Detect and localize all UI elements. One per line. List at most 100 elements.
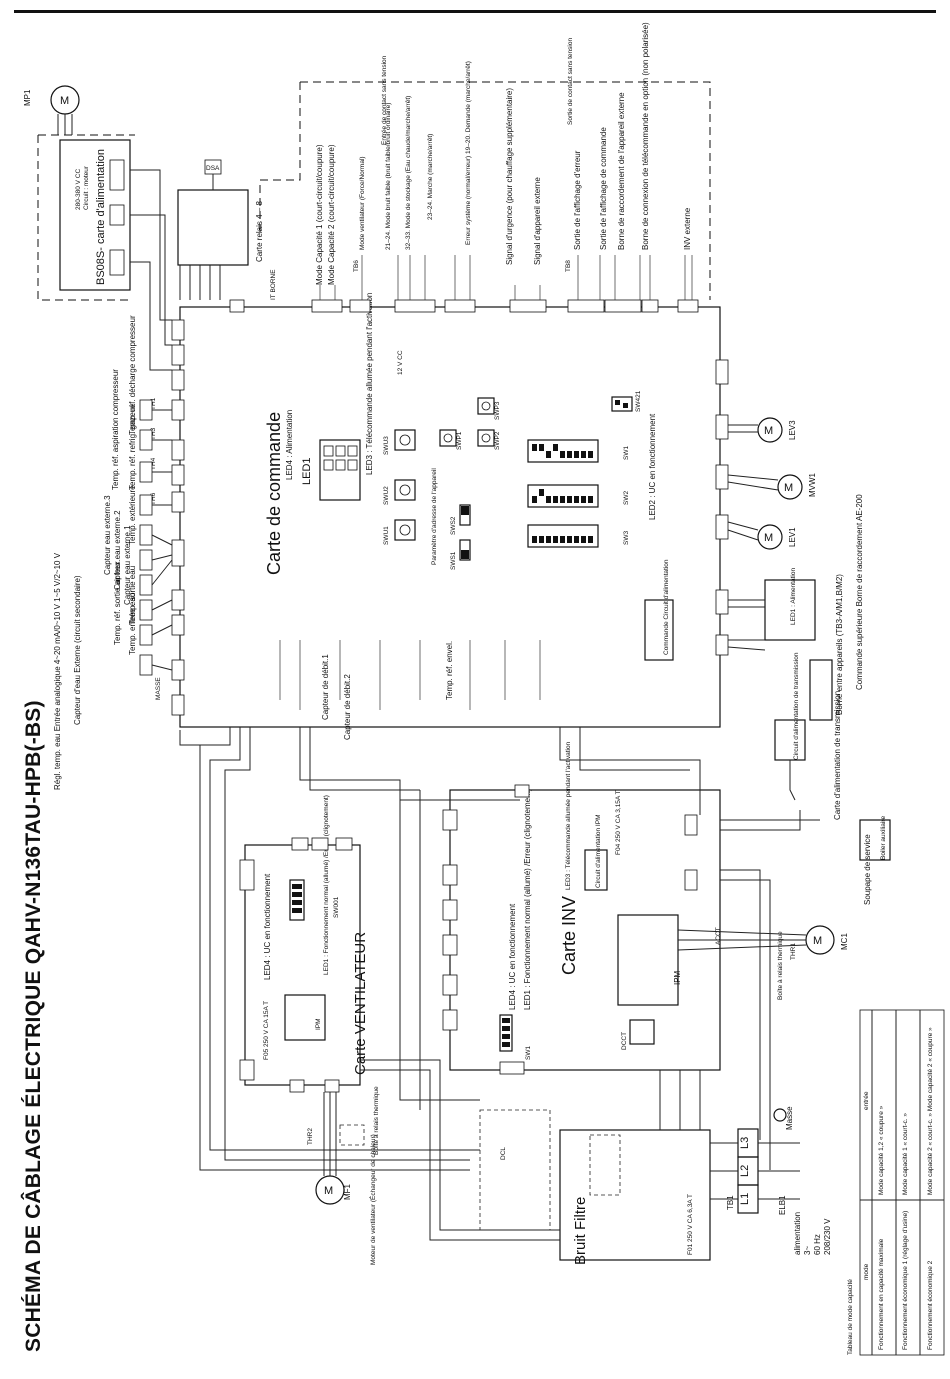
relay-board-label: Carte relais 4 – 8 bbox=[255, 201, 264, 262]
sensor-flow1: Capteur de débit.1 bbox=[321, 654, 330, 720]
tb8-label: TB8 bbox=[565, 260, 572, 272]
connector-cn510 bbox=[604, 299, 642, 313]
sensor-analog-input: Régl. temp. eau Entrée analogique 4~20 m… bbox=[53, 552, 62, 790]
dip-switch-sw1[interactable]: SW1 bbox=[527, 439, 630, 463]
sensor-th11-desc: Temp. sortie eau bbox=[128, 566, 137, 625]
acct-label: ACCT bbox=[715, 927, 722, 945]
supply-freq: 60 Hz bbox=[813, 1234, 822, 1255]
push-button-swp2[interactable]: SWP2 bbox=[477, 429, 501, 450]
sensor-th13-desc: Capteur d'eau Externe (circuit secondair… bbox=[73, 575, 82, 725]
output-inv-ext: INV externe bbox=[683, 207, 692, 250]
connector-cnac2 bbox=[229, 299, 245, 313]
ipm-label: IPM bbox=[673, 970, 682, 985]
table-row-1-mode: Fonctionnement en capacité maximale bbox=[878, 1238, 885, 1350]
mvw1-label: MVW1 bbox=[808, 472, 817, 497]
connector-cnac-inv bbox=[684, 869, 698, 891]
sensor-th1-desc: Temp. réf. décharge compresseur bbox=[128, 315, 137, 435]
led1-inv: LED1 : Fonctionnement normal (allumé) /E… bbox=[523, 788, 532, 1010]
control-top-connectors: IT BORNE 12 V CC bbox=[229, 269, 699, 375]
ps-circuit: Circuit : moteur bbox=[83, 165, 90, 210]
inv-board: Carte INV LED4 : UC en fonctionnement LE… bbox=[442, 741, 721, 1075]
contact-outputs: Sortie de contact sans tension Sortie de… bbox=[565, 22, 693, 300]
dcct-label: DCCT bbox=[621, 1032, 628, 1050]
boiler-label: Boiler auxiliaire bbox=[880, 816, 887, 860]
connector-cnsnr bbox=[239, 1059, 255, 1081]
sw421-label: SW421 bbox=[635, 390, 642, 412]
sensor-th6: TH6 bbox=[150, 492, 157, 505]
noise-filter: Bruit Filtre F01 250 V CA 6,3A T DCL bbox=[479, 1109, 711, 1265]
input-low-noise: 21–24. Mode bruit faible (bruit faible/b… bbox=[385, 103, 392, 250]
led1-display bbox=[319, 439, 361, 501]
connector-cn82 bbox=[311, 837, 329, 851]
terminal-l2: L2 bbox=[739, 1165, 751, 1177]
push-button-swp1[interactable]: SWP1 bbox=[439, 429, 463, 450]
relay-board: Carte relais 4 – 8 DSA bbox=[177, 159, 264, 266]
connector-cnit bbox=[715, 589, 729, 615]
sensor-th3-desc: Temp. réf. refrig. gazeux bbox=[128, 404, 137, 490]
connector-cnlvb bbox=[715, 464, 729, 490]
dip-switch-sw3[interactable]: SW3 bbox=[527, 524, 630, 548]
mf1-caption: Moteur de ventilateur (Échangeur de chal… bbox=[368, 1134, 377, 1265]
thr1-label: THR1 bbox=[790, 943, 797, 960]
sws2-label: SWS2 bbox=[450, 516, 457, 535]
slide-switch-sws2[interactable]: SWS2 bbox=[450, 504, 471, 535]
connector-cn402 bbox=[171, 439, 185, 461]
connector-cnvdut bbox=[677, 299, 699, 313]
connector-cnfg bbox=[442, 864, 458, 886]
dip-switch-sw421[interactable]: SW421 bbox=[611, 390, 642, 412]
svg-text:M: M bbox=[764, 425, 773, 437]
sw2-label: SW2 bbox=[623, 491, 630, 505]
dcl-label: DCL bbox=[500, 1147, 507, 1160]
wire-bundles bbox=[130, 169, 820, 1241]
terminal-l1: L1 bbox=[739, 1193, 751, 1205]
rotary-switch-swu3[interactable]: SWU3 bbox=[383, 429, 416, 455]
dip-switch-inv-sw1[interactable]: SW1 bbox=[499, 1014, 532, 1060]
rotary-switch-swu1[interactable]: SWU1 bbox=[383, 519, 416, 545]
table-header-mode: mode bbox=[863, 1263, 870, 1280]
connector-cnxc1 bbox=[171, 344, 185, 366]
connector-cn512 bbox=[509, 299, 547, 313]
push-button-swp3[interactable]: SWP3 bbox=[477, 397, 501, 420]
sw001-label: SW001 bbox=[333, 896, 340, 918]
connector-cn3a bbox=[641, 299, 659, 313]
swp3-label: SWP3 bbox=[494, 401, 501, 420]
mf1-label: MF1 bbox=[343, 1183, 352, 1200]
sw1-label: SW1 bbox=[623, 446, 630, 460]
led3-inv: LED3 : Télécommande allumée pendant l'ac… bbox=[565, 741, 572, 890]
sensor-th7-desc: Capteur eau externe.3 bbox=[103, 495, 112, 575]
address-caption: Paramètre d'adresse de l'appareil bbox=[431, 468, 438, 565]
dip-switch-sw2[interactable]: SW2 bbox=[527, 484, 630, 508]
connector-cn421 bbox=[171, 694, 185, 716]
elb1-label: ELB1 bbox=[778, 1195, 787, 1215]
inputs-header: Entrée de contact sans tension bbox=[381, 55, 388, 145]
slide-switch-sws1[interactable]: SWS1 bbox=[450, 539, 471, 570]
thr2-label: THR2 bbox=[307, 1128, 314, 1145]
top-rule bbox=[14, 10, 936, 13]
borne-it-label: IT BORNE bbox=[270, 269, 277, 300]
ground-icon bbox=[773, 1108, 787, 1122]
connector-cnvdc2 bbox=[289, 1079, 305, 1093]
connector-cn43 bbox=[442, 809, 458, 831]
inv-sw1-label: SW1 bbox=[525, 1046, 532, 1060]
mc1-label: MC1 bbox=[840, 933, 849, 950]
table-row-2-mode: Fonctionnement économique 1 (réglage d'u… bbox=[902, 1211, 909, 1350]
fuse-f04: F04 250 V CA 3,15A T bbox=[615, 790, 622, 855]
sensor-th12-desc: Temp. réf. sortie air hex. bbox=[113, 559, 122, 645]
connector-cnxa1 bbox=[109, 249, 125, 276]
svg-text:M: M bbox=[324, 1185, 333, 1197]
souape-label: Soupape de service bbox=[863, 834, 872, 905]
dip-switch-sw001[interactable]: SW001 bbox=[289, 879, 340, 921]
sensor-masse: MASSE bbox=[155, 677, 162, 700]
rotary-switch-swu2[interactable]: SWU2 bbox=[383, 479, 416, 505]
ground-label: Masse bbox=[785, 1106, 794, 1130]
sensor-th6-desc: Temp. extérieure bbox=[128, 485, 137, 545]
supply-phase: 3~ bbox=[803, 1246, 812, 1255]
connector-cntp3 bbox=[442, 899, 458, 921]
tb1-label: TB1 bbox=[726, 1195, 735, 1210]
control-left-connectors bbox=[171, 319, 185, 716]
swu2-label: SWU2 bbox=[383, 486, 390, 505]
lev3-label: LEV3 bbox=[788, 420, 797, 440]
motor-mp1-label: MP1 bbox=[23, 89, 32, 106]
motor-mc1: M MC1 Boîte à relais thermique THR1 ACCT… bbox=[677, 816, 891, 1000]
